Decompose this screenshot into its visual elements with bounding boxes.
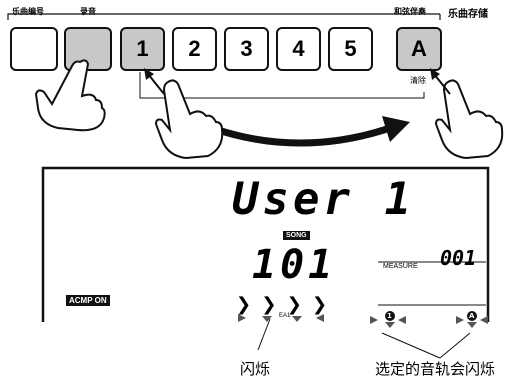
record-button[interactable]: [64, 27, 112, 71]
song-number-display: 101: [252, 242, 337, 288]
track-indicators-icon: [238, 314, 324, 322]
track-1-button[interactable]: 1: [120, 27, 165, 71]
song-storage-label: 乐曲存储: [448, 9, 488, 20]
song-tag: SONG: [283, 231, 310, 240]
blink-caption: 闪烁: [240, 360, 271, 378]
press-arrow-icon: [430, 68, 451, 95]
track-3-button[interactable]: 3: [224, 27, 269, 71]
track-5-button[interactable]: 5: [328, 27, 373, 71]
track-marker-a: A: [469, 312, 475, 320]
track-2-button[interactable]: 2: [172, 27, 217, 71]
chord-accompaniment-label: 和弦伴奏: [394, 7, 426, 16]
song-number-label: 乐曲编号: [12, 7, 44, 16]
clear-label: 清除: [410, 76, 426, 85]
pointing-hand-icon: [34, 59, 106, 132]
track-4-button[interactable]: 4: [276, 27, 321, 71]
beat-chevrons-icon: ❯ ❯ ❯ ❯: [236, 294, 330, 315]
ea-tag: EA1: [279, 313, 291, 319]
track-marker-1: 1: [387, 312, 392, 320]
record-label: 录音: [80, 7, 96, 16]
track-indicators-icon: [370, 311, 488, 328]
acmp-on-tag: ACMP ON: [66, 295, 110, 306]
track-a-button[interactable]: A: [396, 27, 442, 71]
pointing-hand-icon: [434, 79, 504, 160]
pointing-hand-icon: [154, 79, 224, 160]
song-number-button[interactable]: [10, 27, 58, 71]
press-arrow-icon: [144, 68, 165, 95]
measure-value: 001: [440, 246, 477, 270]
selected-tracks-caption: 选定的音轨会闪烁: [375, 360, 496, 378]
measure-label: MEASURE: [383, 263, 418, 270]
lcd-main-text: User 1: [232, 174, 415, 225]
